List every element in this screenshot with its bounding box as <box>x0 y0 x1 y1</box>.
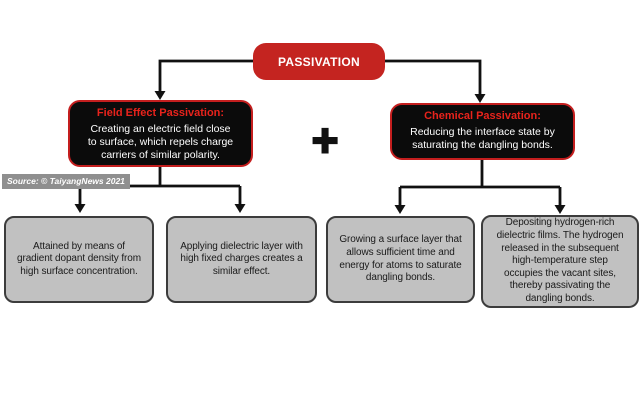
field-effect-passivation-box: Field Effect Passivation: Creating an el… <box>68 100 253 167</box>
arrowhead-leaf-3 <box>394 205 406 214</box>
connector-root-to-right <box>385 59 482 94</box>
passivation-root-label: PASSIVATION <box>278 54 360 69</box>
field-effect-title: Field Effect Passivation: <box>96 107 225 119</box>
source-attribution: Source: © TaiyangNews 2021 <box>2 174 130 189</box>
leaf-gradient-dopant: Attained by means of gradient dopant den… <box>4 216 154 303</box>
passivation-root-box: PASSIVATION <box>253 43 385 80</box>
arrowhead-leaf-2 <box>234 204 246 213</box>
leaf-dielectric-layer: Applying dielectric layer with high fixe… <box>166 216 317 303</box>
chemical-passivation-box: Chemical Passivation: Reducing the inter… <box>390 103 575 160</box>
leaf-surface-layer: Growing a surface layer that allows suff… <box>326 216 475 303</box>
arrowhead-right-branch <box>474 94 486 103</box>
connector-right-branch-to-leaves <box>398 159 562 205</box>
leaf-hydrogen-rich-films: Depositing hydrogen-rich dielectric film… <box>481 215 639 308</box>
arrowhead-leaf-4 <box>554 205 566 214</box>
plus-icon: + <box>311 113 340 167</box>
field-effect-description: Creating an electric field close to surf… <box>87 123 234 161</box>
connector-root-to-left <box>158 59 253 91</box>
connector-left-branch-to-leaves <box>78 166 242 204</box>
chemical-title: Chemical Passivation: <box>424 110 541 122</box>
chemical-description: Reducing the interface state by saturati… <box>410 126 555 151</box>
arrowhead-left-branch <box>154 91 166 100</box>
arrowhead-leaf-1 <box>74 204 86 213</box>
